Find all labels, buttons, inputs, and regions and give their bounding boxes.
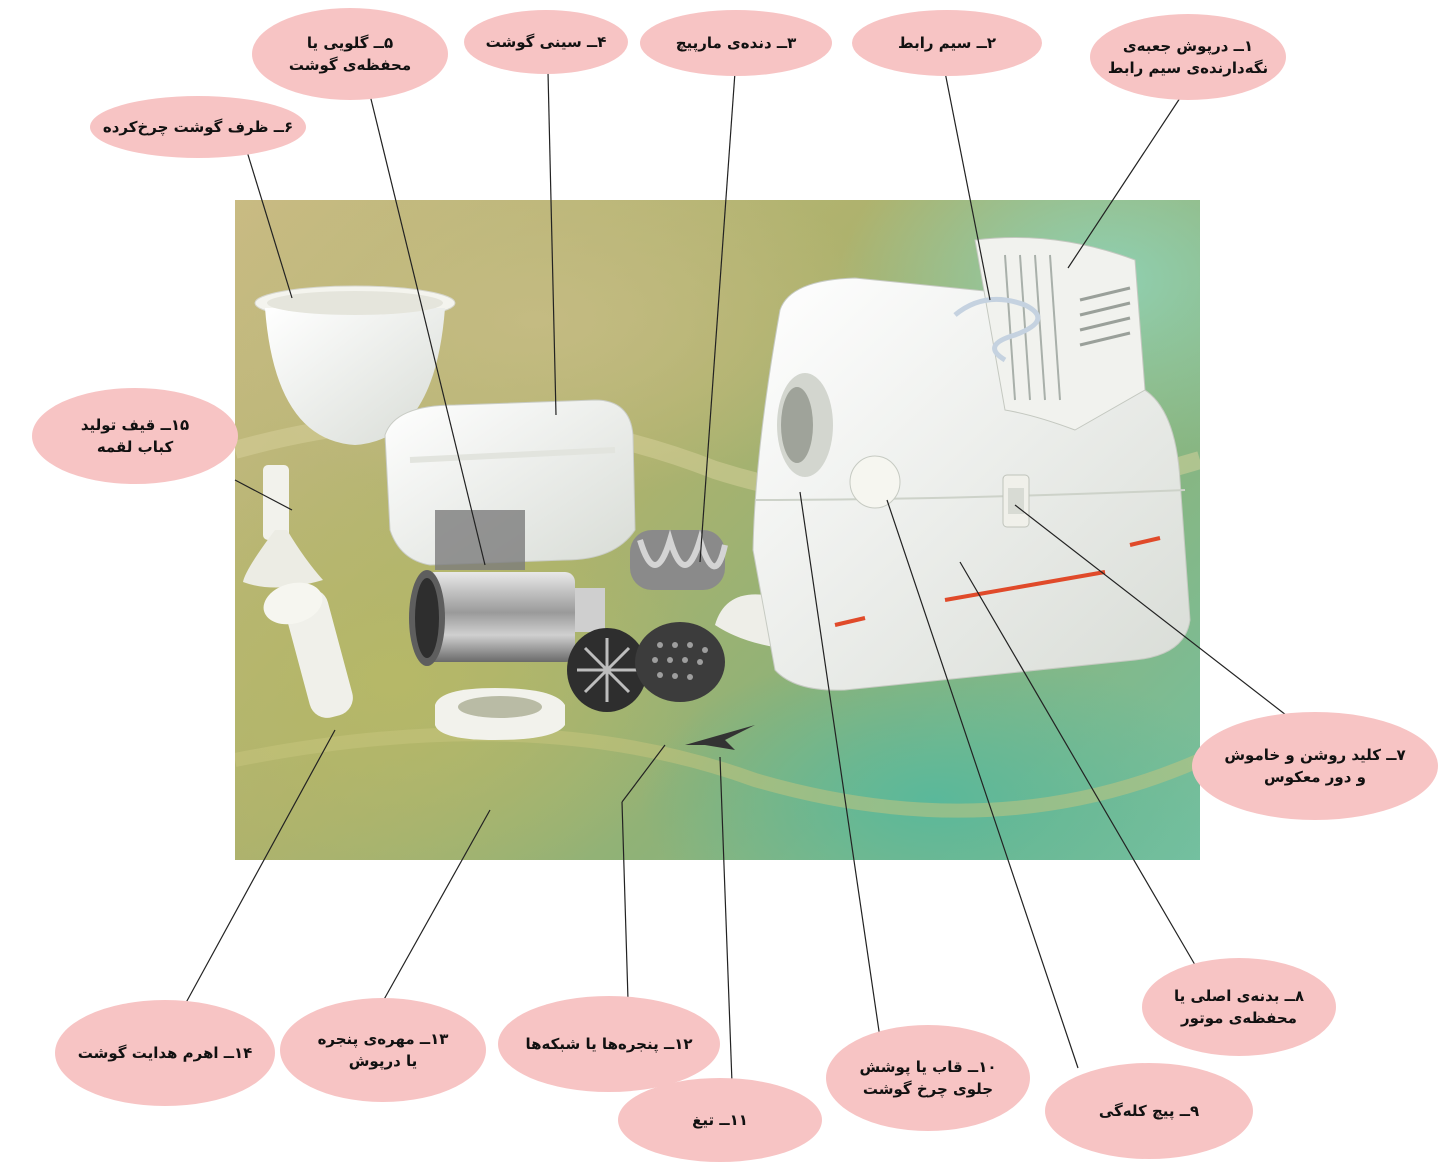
cord-box-cover [974,237,1146,431]
label-3-text: ۳ــ دنده‌ی مارپیچ [675,34,797,52]
auger [630,529,728,590]
label-1-cord-box-cover: ۱ــ درپوش جعبه‌ی نگه‌دارنده‌ی سیم رابط [1090,14,1286,100]
label-10-line2: جلوی چرخ گوشت [862,1080,994,1098]
label-4-meat-tray: ۴ــ سینی گوشت [464,10,628,74]
power-switch [1002,474,1030,528]
label-10-front-cover: ۱۰ــ قاب یا پوشش جلوی چرخ گوشت [826,1025,1030,1131]
label-7-power-switch: ۷ــ کلید روشن و خاموش و دور معکوس [1192,712,1438,820]
label-12-plates: ۱۲ــ پنجره‌ها یا شبکه‌ها [498,996,720,1092]
label-2-power-cord: ۲ــ سیم رابط [852,10,1042,76]
label-13-ring-nut: ۱۳ــ مهره‌ی پنجره یا درپوش [280,998,486,1102]
label-13-line2: یا درپوش [348,1052,418,1070]
label-2-text: ۲ــ سیم رابط [898,34,996,52]
label-5-meat-chamber: ۵ــ گلویی یا محفظه‌ی گوشت [252,8,448,100]
label-12-text: ۱۲ــ پنجره‌ها یا شبکه‌ها [525,1035,693,1053]
label-5-line1: ۵ــ گلویی یا [306,34,394,52]
kebab-funnel [243,465,323,588]
label-6-bowl: ۶ــ ظرف گوشت چرخ‌کرده [90,96,306,158]
label-15-line1: ۱۵ــ قیف تولید [80,416,190,434]
grinder-plates [567,622,725,712]
label-1-line2: نگه‌دارنده‌ی سیم رابط [1107,59,1269,77]
label-13-line1: ۱۳ــ مهره‌ی پنجره [317,1030,449,1048]
label-15-kebab-funnel: ۱۵ــ قیف تولید کباب لقمه [32,388,238,484]
label-7-line1: ۷ــ کلید روشن و خاموش [1224,746,1406,764]
label-9-head-screw: ۹ــ پیچ کله‌گی [1045,1063,1253,1159]
label-11-text: ۱۱ــ تیغ [692,1111,748,1129]
label-3-auger: ۳ــ دنده‌ی مارپیچ [640,10,832,76]
label-14-pusher: ۱۴ــ اهرم هدایت گوشت [55,1000,275,1106]
label-15-line2: کباب لقمه [96,438,174,456]
meat-grinder-photo [235,200,1200,860]
label-1-line1: ۱ــ درپوش جعبه‌ی [1122,37,1254,55]
label-4-text: ۴ــ سینی گوشت [485,33,607,51]
pusher [263,582,353,718]
label-8-line1: ۸ــ بدنه‌ی اصلی یا [1173,987,1305,1005]
label-8-line2: محفظه‌ی موتور [1181,1009,1297,1027]
ring-nut [435,688,565,740]
meat-grinder-illustration [235,237,1200,818]
label-6-text: ۶ــ ظرف گوشت چرخ‌کرده [102,118,294,136]
power-cord [953,296,1041,363]
label-7-line2: و دور معکوس [1264,768,1367,786]
label-5-line2: محفظه‌ی گوشت [288,56,412,74]
label-14-text: ۱۴ــ اهرم هدایت گوشت [77,1044,253,1062]
label-10-line1: ۱۰ــ قاب یا پوشش [859,1058,997,1076]
label-11-blade: ۱۱ــ تیغ [618,1078,822,1162]
blade [685,725,755,750]
label-9-text: ۹ــ پیچ کله‌گی [1098,1102,1200,1120]
label-8-motor-housing: ۸ــ بدنه‌ی اصلی یا محفظه‌ی موتور [1142,958,1336,1056]
